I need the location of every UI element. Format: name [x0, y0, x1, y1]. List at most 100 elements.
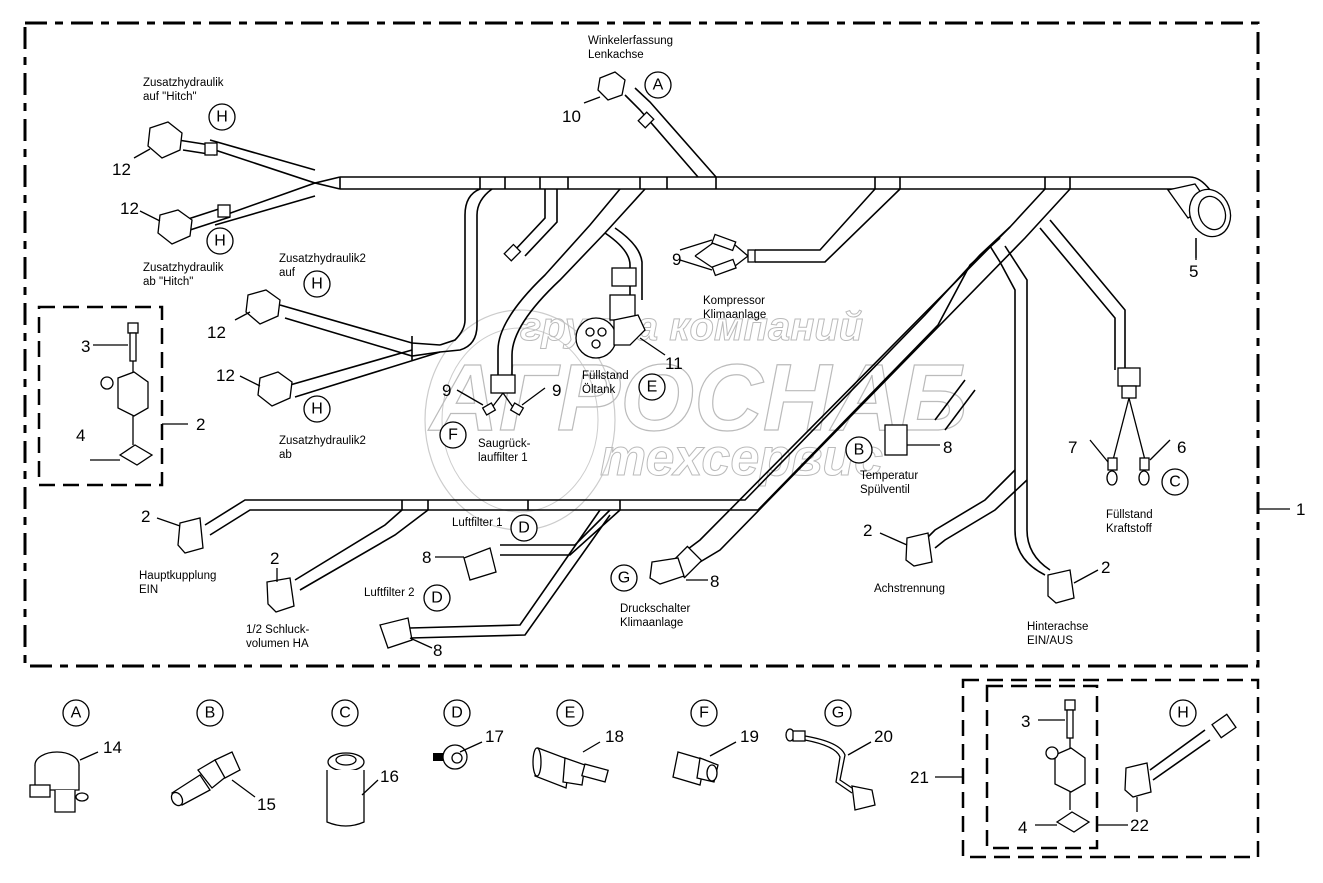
- callout-20: 20: [874, 727, 893, 746]
- callout-2: 2: [863, 521, 872, 540]
- svg-text:D: D: [518, 520, 530, 537]
- branch-bottom-left: [177, 499, 1075, 649]
- branch-right-cluster: [630, 188, 1150, 585]
- callout-18: 18: [605, 727, 624, 746]
- callout-numbers: 10 12 12 12 12 3 4 2 9 9 9 11 5 8 7 6 2 …: [76, 107, 1198, 837]
- svg-text:G: G: [832, 705, 844, 722]
- oil-level-sensor-icon: [532, 741, 609, 789]
- label-fuellstand-oeltank-2: Öltank: [582, 384, 615, 396]
- label-schluckvolumen-1: 1/2 Schluck-: [246, 624, 309, 636]
- callout-7: 7: [1068, 438, 1077, 457]
- callout-12: 12: [112, 160, 131, 179]
- svg-text:F: F: [448, 427, 458, 444]
- callout-4: 4: [1018, 818, 1027, 837]
- label-saugrueck-1: Saugrück-: [478, 438, 531, 450]
- callout-17: 17: [485, 727, 504, 746]
- label-zusatz2-auf-1: Zusatzhydraulik2: [279, 253, 366, 265]
- svg-text:B: B: [205, 705, 216, 722]
- callout-12: 12: [207, 323, 226, 342]
- detail-letter-B: B: [196, 699, 224, 727]
- label-achstrennung: Achstrennung: [874, 583, 945, 595]
- label-druckschalter-1: Druckschalter: [620, 603, 690, 615]
- callout-21: 21: [910, 768, 929, 787]
- svg-text:H: H: [216, 109, 228, 126]
- callout-19: 19: [740, 727, 759, 746]
- svg-text:D: D: [431, 590, 443, 607]
- branch-oil-filter: [481, 188, 646, 416]
- callout-2: 2: [141, 507, 150, 526]
- label-kompressor-2: Klimaanlage: [703, 309, 766, 321]
- svg-text:E: E: [565, 705, 576, 722]
- branch-short-plug: [503, 189, 558, 262]
- callout-9: 9: [552, 381, 561, 400]
- label-hauptkupplung-2: EIN: [139, 584, 158, 596]
- svg-text:H: H: [311, 401, 323, 418]
- callout-8: 8: [943, 438, 952, 457]
- hitch-connectors: [147, 121, 231, 245]
- pressure-switch-icon: [672, 741, 737, 786]
- svg-text:C: C: [339, 705, 351, 722]
- detail-letter-G: G: [824, 699, 852, 727]
- text-labels: Winkelerfassung Lenkachse Zusatzhydrauli…: [139, 35, 1153, 650]
- watermark-line2: АГРОСНАБ: [428, 345, 967, 451]
- svg-text:F: F: [699, 705, 709, 722]
- label-saugrueck-2: lauffilter 1: [478, 452, 528, 464]
- letter-marker-C: C: [1161, 468, 1189, 496]
- svg-text:C: C: [1169, 474, 1181, 491]
- label-druckschalter-2: Klimaanlage: [620, 617, 683, 629]
- leader-lines: [133, 96, 1197, 649]
- callout-8: 8: [710, 572, 719, 591]
- svg-text:H: H: [311, 276, 323, 293]
- label-hinterachse-2: EIN/AUS: [1027, 635, 1073, 647]
- watermark-line1: группа компаний: [520, 305, 863, 349]
- callout-5: 5: [1189, 262, 1198, 281]
- callout-4: 4: [76, 426, 85, 445]
- label-winkelerfassung-1: Winkelerfassung: [588, 35, 673, 47]
- svg-text:H: H: [214, 233, 226, 250]
- callout-9: 9: [672, 250, 681, 269]
- callout-11: 11: [665, 354, 683, 373]
- fuel-level-sender-icon: [326, 752, 379, 827]
- callout-8: 8: [433, 641, 442, 660]
- svg-text:A: A: [653, 77, 664, 94]
- callout-15: 15: [257, 795, 276, 814]
- label-luftfilter2: Luftfilter 2: [364, 587, 415, 599]
- callout-2: 2: [196, 415, 205, 434]
- detail-letter-A: A: [62, 699, 90, 727]
- pressure-switch-cable-icon: [785, 728, 876, 811]
- main-connector-5: [1166, 183, 1232, 260]
- watermark-line3: техсервис: [600, 429, 883, 487]
- letter-marker-G: G: [610, 564, 638, 592]
- detail-letter-H: H: [1169, 699, 1197, 727]
- svg-text:B: B: [854, 442, 865, 459]
- watermark: группа компаний АГРОСНАБ техсервис: [424, 305, 968, 531]
- label-fuellstand-kraftstoff-1: Füllstand: [1106, 509, 1153, 521]
- callout-2: 2: [270, 549, 279, 568]
- label-zusatz2-ab-2: ab: [279, 449, 292, 461]
- callout-14: 14: [103, 738, 122, 757]
- letter-marker-D: D: [423, 584, 451, 612]
- kit-21-box: [935, 678, 1260, 859]
- letter-marker-D: D: [510, 514, 538, 542]
- svg-text:D: D: [451, 705, 463, 722]
- callout-16: 16: [380, 767, 399, 786]
- callout-8: 8: [422, 548, 431, 567]
- detail-letter-E: E: [556, 699, 584, 727]
- harness-trunk: [209, 139, 1211, 226]
- callout-1: 1: [1296, 500, 1305, 519]
- label-hinterachse-1: Hinterachse: [1027, 621, 1088, 633]
- letter-marker-H: H: [208, 103, 236, 131]
- detail-letter-C: C: [331, 699, 359, 727]
- callout-3: 3: [81, 337, 90, 356]
- svg-text:G: G: [618, 570, 630, 587]
- branch-steering-angle: [597, 71, 717, 178]
- label-zusatz-auf-hitch-1: Zusatzhydraulik: [143, 77, 224, 89]
- label-schluckvolumen-2: volumen HA: [246, 638, 309, 650]
- letter-marker-E: E: [638, 373, 666, 401]
- callout-6: 6: [1177, 438, 1186, 457]
- letter-marker-F: F: [439, 421, 467, 449]
- solenoid-connector-kit-2: [37, 305, 188, 487]
- letter-marker-H: H: [303, 270, 331, 298]
- label-temperatur-2: Spülventil: [860, 484, 910, 496]
